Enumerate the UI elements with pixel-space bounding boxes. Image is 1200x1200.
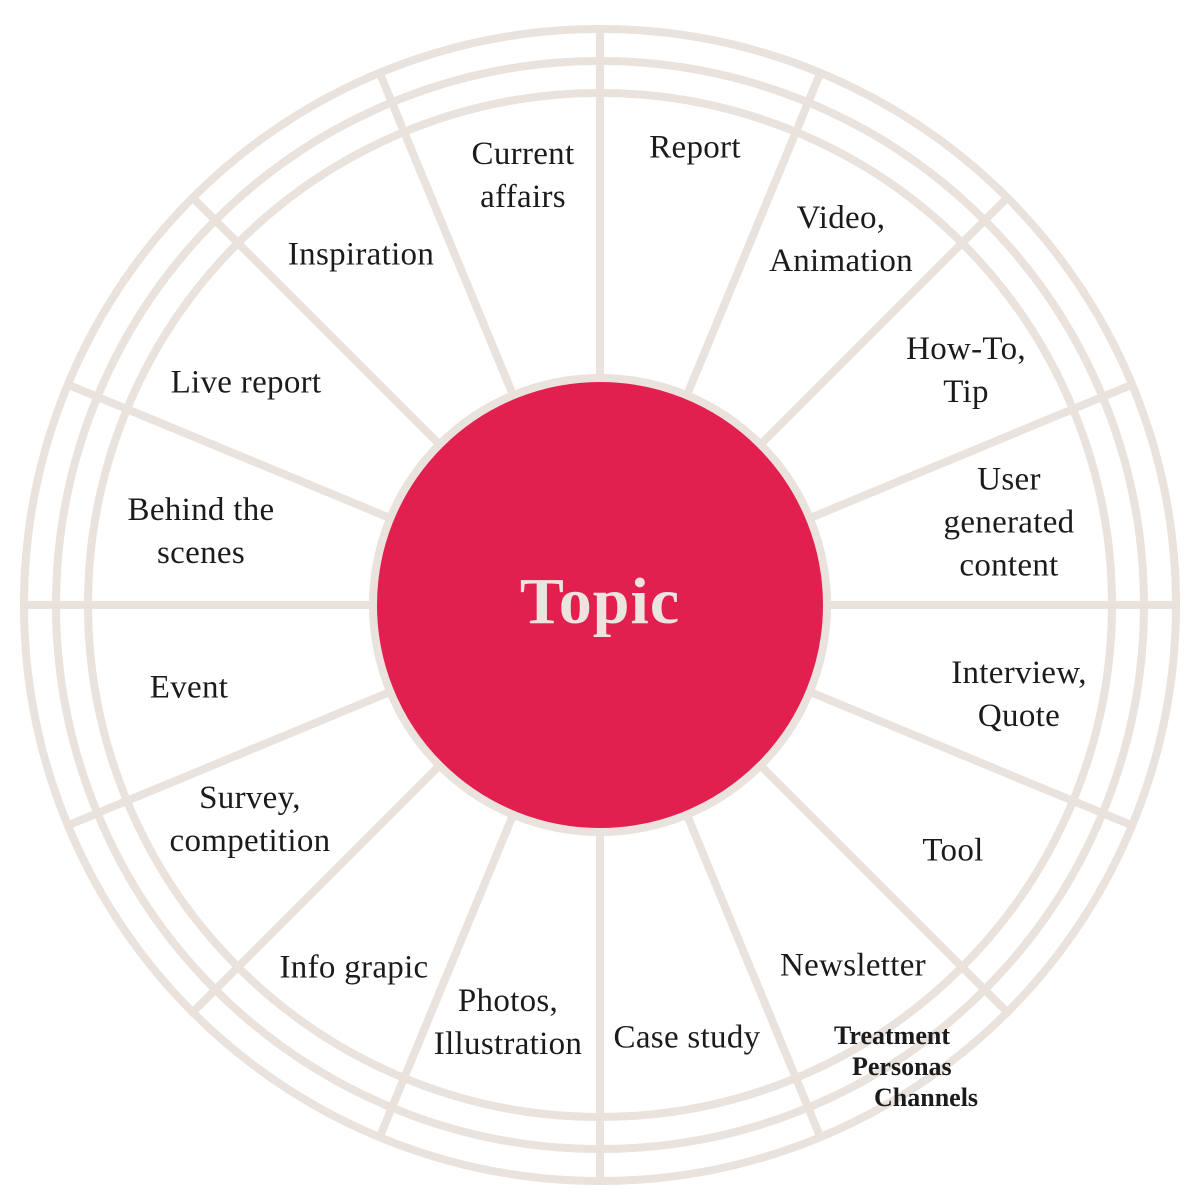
segment-label-line: Quote	[977, 698, 1061, 734]
segment-label-line: Photos,	[457, 983, 559, 1019]
segment-label-line: Newsletter	[780, 947, 926, 984]
segment-label-line: Behind the	[127, 492, 275, 528]
ring-label-treatment: Treatment	[834, 1021, 950, 1050]
segment-label-line: User	[977, 461, 1041, 498]
segment-label-line: affairs	[480, 179, 566, 215]
segment-report: Report	[649, 127, 741, 170]
segment-info-grapic: Info grapic	[280, 947, 429, 990]
segment-how-to-tip: How-To, Tip	[906, 328, 1026, 414]
segment-label-line: competition	[169, 823, 331, 859]
segment-case-study: Case study	[614, 1017, 761, 1060]
segment-label-line: Animation	[769, 243, 913, 279]
segment-label-line: Event	[149, 669, 229, 706]
segment-label-line: Report	[649, 129, 741, 166]
segment-label-line: Interview,	[951, 655, 1087, 691]
segment-interview-quote: Interview, Quote	[951, 652, 1087, 738]
topic-label: Topic	[519, 565, 681, 638]
segment-inspiration: Inspiration	[288, 234, 434, 277]
segment-label-line: How-To,	[906, 331, 1026, 367]
segment-label-line: Current	[471, 136, 575, 172]
segment-label-line: Tool	[922, 832, 984, 869]
segment-label-line: Tip	[943, 374, 989, 410]
segment-label-line: scenes	[157, 535, 245, 571]
segment-label-line: content	[959, 547, 1059, 584]
segment-label-line: Inspiration	[287, 236, 435, 273]
segment-current-affairs: Current affairs	[472, 133, 575, 219]
segment-label-line: Video,	[796, 200, 886, 236]
ring-legend: Treatment Personas Channels	[834, 1020, 978, 1113]
segment-survey-competition: Survey, competition	[170, 777, 331, 863]
topic-circle	[369, 374, 831, 836]
segment-label-line: Info grapic	[279, 949, 429, 986]
segment-label-line: Survey,	[199, 780, 301, 816]
segment-newsletter: Newsletter	[780, 945, 926, 988]
segment-event: Event	[150, 667, 228, 710]
segment-label-line: Illustration	[433, 1026, 583, 1062]
segment-tool: Tool	[922, 830, 983, 873]
ring-label-channels: Channels	[874, 1083, 979, 1112]
segment-label-line: generated	[943, 504, 1075, 541]
segment-live-report: Live report	[171, 362, 322, 405]
segment-behind-the-scenes: Behind the scenes	[128, 489, 275, 575]
ring-label-personas: Personas	[852, 1052, 952, 1081]
segment-photos-illustration: Photos, Illustration	[434, 980, 582, 1066]
segment-user-generated-content: User generated content	[944, 459, 1075, 588]
segment-label-line: Case study	[613, 1019, 761, 1056]
segment-video-animation: Video, Animation	[769, 197, 913, 283]
segment-label-line: Live report	[170, 364, 322, 401]
